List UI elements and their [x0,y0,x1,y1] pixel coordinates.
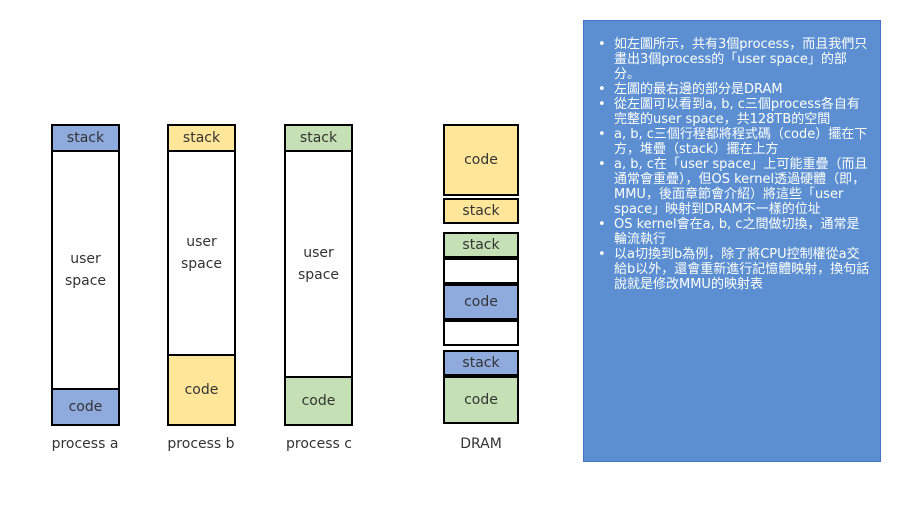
dram-block-code-a: code [443,284,519,320]
process-b-column: stack user space code [167,124,236,426]
note-item: OS kernel會在a, b, c之間做切換，通常是輪流執行 [594,217,870,247]
process-a-column: stack user space code [51,124,120,426]
note-item: a, b, c三個行程都將程式碼（code）擺在下方，堆疊（stack）擺在上方 [594,127,870,157]
process-a-label: process a [51,436,119,452]
process-c-user-space: user space [286,152,351,376]
dram-block-stack-a: stack [443,350,519,376]
dram-block-label: code [464,152,498,168]
process-a-stack: stack [53,126,118,152]
process-a-code: code [53,388,118,424]
dram-block-stack-c: stack [443,232,519,258]
notes-panel: 如左圖所示，共有3個process，而且我們只畫出3個process的「user… [583,20,881,462]
process-c-code: code [286,376,351,424]
process-a-user-space: user space [53,152,118,388]
dram-column: code stack stack code stack code [443,124,519,426]
dram-block-free-2 [443,320,519,346]
dram-block-code-c: code [443,376,519,424]
process-a-user-space-label: user space [64,251,107,289]
note-item: 如左圖所示，共有3個process，而且我們只畫出3個process的「user… [594,37,870,82]
dram-label: DRAM [460,436,502,452]
process-a-stack-label: stack [66,130,105,146]
notes-list: 如左圖所示，共有3個process，而且我們只畫出3個process的「user… [594,37,870,292]
process-b-code: code [169,354,234,424]
note-item: 左圖的最右邊的部分是DRAM [594,82,870,97]
dram-block-label: code [464,392,498,408]
process-b-stack: stack [169,126,234,152]
note-item: a, b, c在「user space」上可能重疊（而且通常會重疊），但OS k… [594,157,870,217]
dram-block-label: stack [462,237,500,253]
dram-block-free-1 [443,258,519,284]
process-c-column: stack user space code [284,124,353,426]
process-c-stack: stack [286,126,351,152]
dram-block-label: stack [462,203,500,219]
process-b-user-space: user space [169,152,234,354]
process-b-label: process b [167,436,235,452]
process-c-label: process c [286,436,352,452]
process-b-stack-label: stack [182,130,221,146]
dram-block-label: code [464,294,498,310]
note-item: 以a切換到b為例，除了將CPU控制權從a交給b以外，還會重新進行記憶體映射，換句… [594,247,870,292]
dram-block-label: stack [462,355,500,371]
process-c-stack-label: stack [299,130,338,146]
process-c-user-space-label: user space [297,245,340,283]
process-c-code-label: code [301,393,336,409]
dram-block-code-b: code [443,124,519,196]
dram-block-stack-b: stack [443,198,519,224]
process-b-user-space-label: user space [180,234,223,272]
note-item: 從左圖可以看到a, b, c三個process各自有完整的user space，… [594,97,870,127]
process-b-code-label: code [184,382,219,398]
process-a-code-label: code [68,399,103,415]
